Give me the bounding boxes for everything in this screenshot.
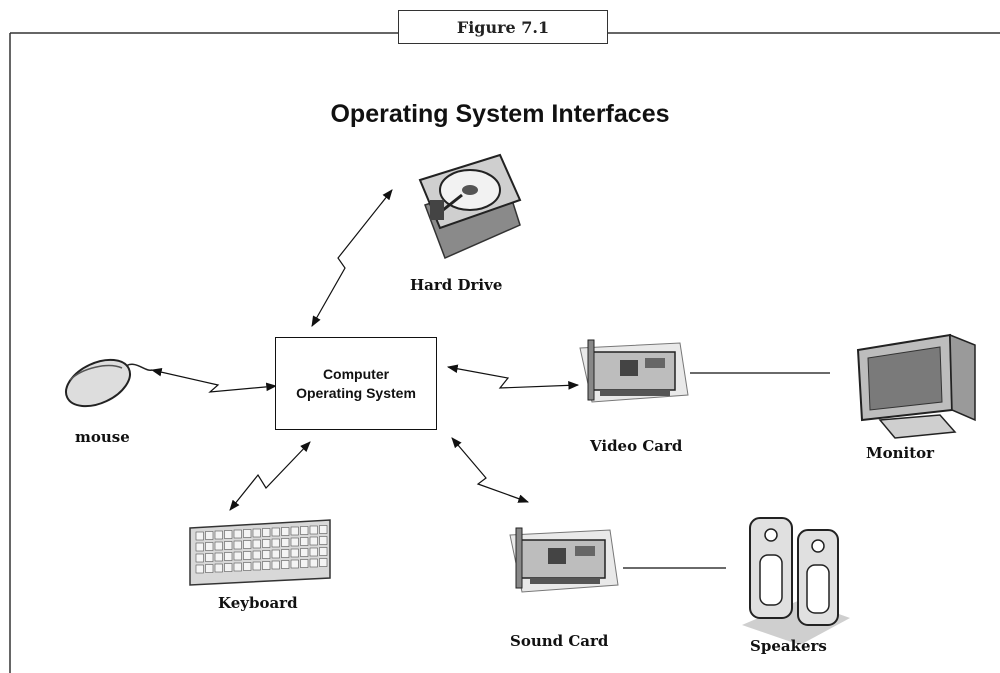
label-hard-drive: Hard Drive [410,276,503,294]
hard-drive-icon [418,153,522,260]
video-card-icon [579,339,689,403]
monitor-icon [856,333,976,439]
sound-card-icon [509,527,619,593]
label-speakers: Speakers [750,637,827,655]
connector-video-card [446,364,580,390]
connector-keyboard [229,441,311,511]
label-monitor: Monitor [866,444,935,462]
mouse-icon [65,358,153,408]
os-box-line1: Computer [322,365,390,382]
os-box-line2: Operating System [296,384,416,401]
connector-mouse [150,367,278,393]
connector-sound-card [451,437,530,503]
label-video-card: Video Card [590,437,683,455]
speakers-icon [742,517,850,645]
label-keyboard: Keyboard [218,594,298,612]
keyboard-icon [189,519,331,586]
label-sound-card: Sound Card [510,632,609,650]
diagram-title: Operating System Interfaces [330,100,670,128]
label-mouse: mouse [75,428,130,446]
connector-hard-drive [311,189,393,327]
figure-caption: Figure 7.1 [398,10,608,44]
operating-system-box: Computer Operating System [275,337,437,430]
